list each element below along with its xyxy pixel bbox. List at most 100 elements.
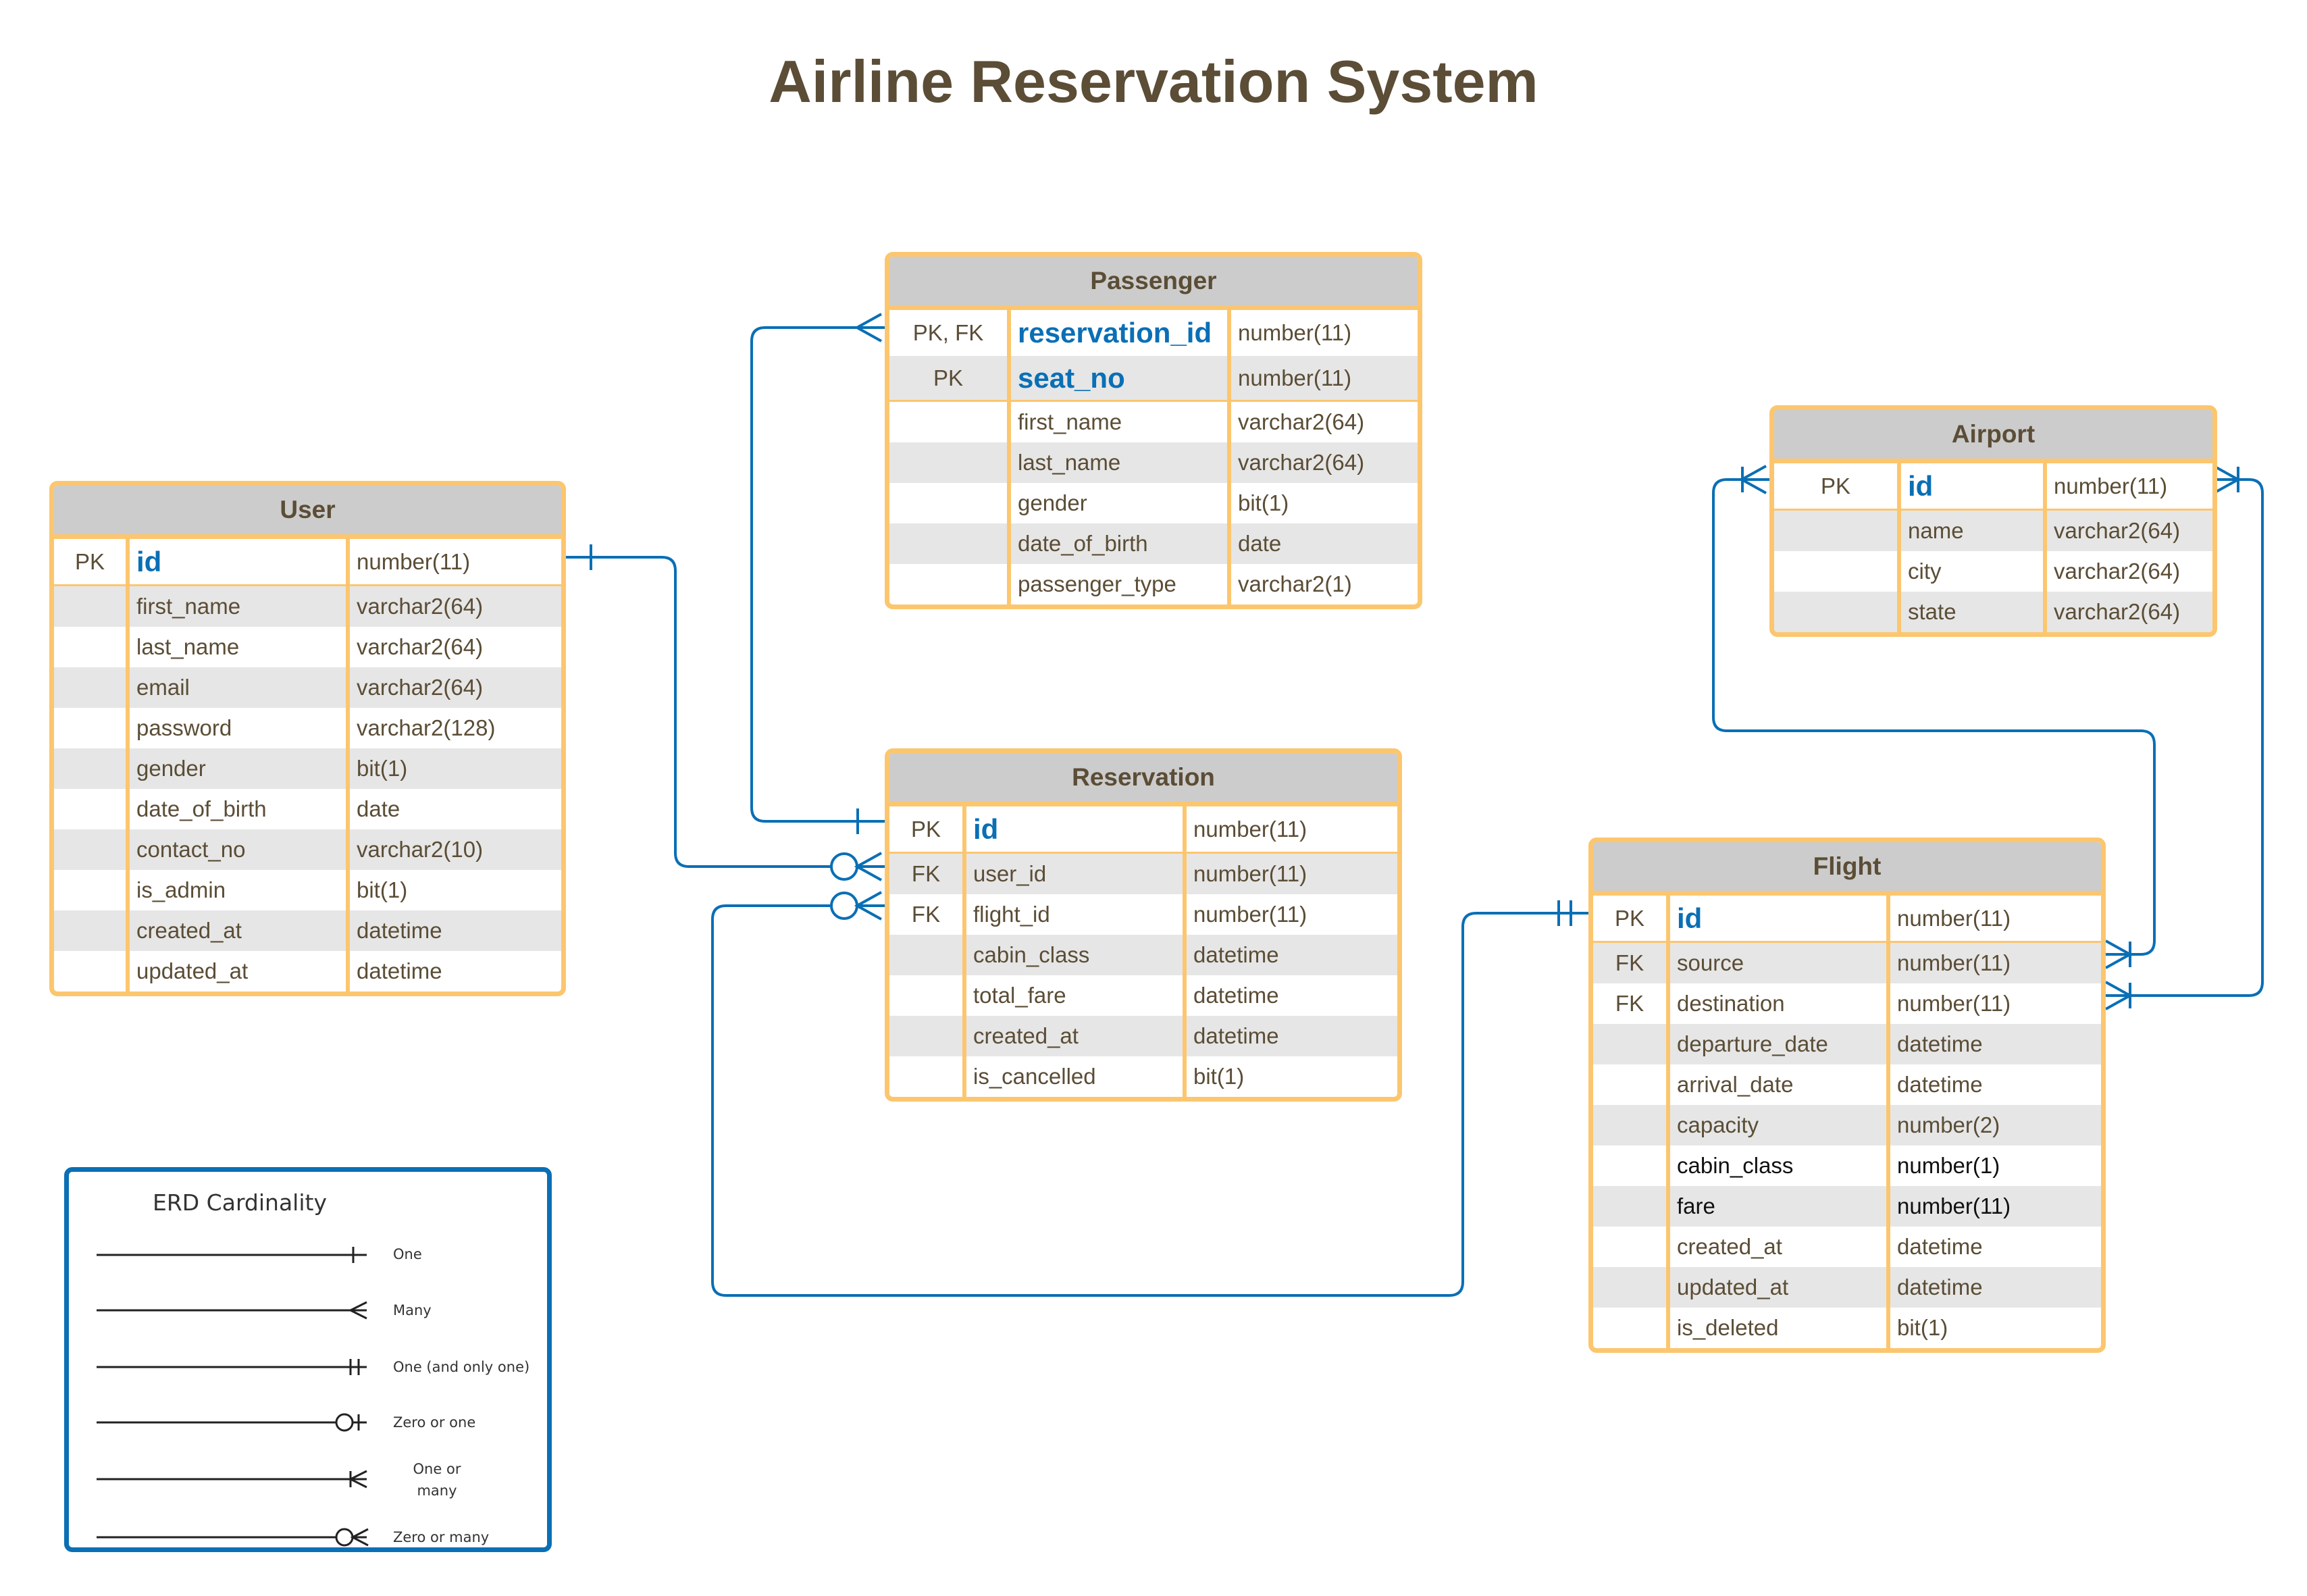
column-name: date_of_birth — [1011, 523, 1231, 564]
table-row: created_at datetime — [54, 910, 561, 951]
column-type: datetime — [1897, 1234, 1983, 1259]
column-name: first_name — [1011, 402, 1231, 442]
key-cell — [1774, 592, 1901, 632]
column-name: first_name — [130, 586, 350, 627]
column-type: varchar2(1) — [1238, 571, 1352, 596]
table-row: is_deleted bit(1) — [1593, 1308, 2101, 1348]
column-type: number(11) — [1193, 816, 1307, 842]
table-row: is_admin bit(1) — [54, 870, 561, 910]
key-cell — [1593, 1186, 1670, 1227]
user-reservation-line — [566, 556, 885, 868]
table-row: PK seat_no number(11) — [889, 356, 1418, 402]
table-row: created_at datetime — [1593, 1227, 2101, 1267]
column-type: number(11) — [1897, 991, 2011, 1016]
reservation-user-many-marker — [854, 852, 882, 881]
column-name: is_cancelled — [966, 1056, 1187, 1097]
column-type: datetime — [1897, 1275, 1983, 1299]
column-name: id — [966, 806, 1187, 852]
key-cell: FK — [1593, 983, 1670, 1024]
flight-reservation-line — [711, 904, 1588, 1297]
legend-label-zero-or-many: Zero or many — [393, 1529, 490, 1545]
column-type: bit(1) — [1193, 1064, 1245, 1089]
entity-reservation[interactable]: Reservation PK id number(11) FK user_id … — [885, 748, 1402, 1102]
entity-user[interactable]: User PK id number(11) first_name varchar… — [49, 481, 566, 996]
column-type: datetime — [357, 958, 442, 983]
column-type: varchar2(64) — [2054, 599, 2181, 624]
key-cell — [1593, 1064, 1670, 1105]
table-row: fare number(11) — [1593, 1186, 2101, 1227]
entity-flight[interactable]: Flight PK id number(11) FK source number… — [1588, 838, 2106, 1353]
column-name: updated_at — [1670, 1267, 1890, 1308]
column-name: seat_no — [1011, 356, 1231, 400]
legend-one-only-symbol — [97, 1359, 367, 1375]
column-type: bit(1) — [1897, 1315, 1948, 1340]
column-type: number(11) — [1193, 861, 1307, 886]
key-cell — [889, 483, 1011, 523]
table-row: password varchar2(128) — [54, 708, 561, 748]
key-cell: PK, FK — [889, 310, 1011, 356]
key-cell — [1774, 511, 1901, 551]
legend-zero-or-one-symbol — [97, 1413, 367, 1432]
column-type: datetime — [1897, 1072, 1983, 1097]
entity-airport[interactable]: Airport PK id number(11) name varchar2(6… — [1769, 405, 2217, 637]
key-cell: PK — [889, 356, 1011, 400]
column-name: id — [1670, 896, 1890, 941]
table-row: email varchar2(64) — [54, 667, 561, 708]
column-type: date — [357, 796, 400, 821]
legend-label-one: One — [393, 1246, 422, 1262]
column-type: bit(1) — [357, 756, 408, 781]
column-type: varchar2(64) — [357, 634, 484, 659]
column-type: datetime — [1193, 1023, 1279, 1048]
entity-passenger[interactable]: Passenger PK, FK reservation_id number(1… — [885, 252, 1422, 609]
column-name: reservation_id — [1011, 310, 1231, 356]
column-name: email — [130, 667, 350, 708]
key-cell — [54, 870, 130, 910]
key-cell — [889, 935, 966, 975]
table-row: updated_at datetime — [1593, 1267, 2101, 1308]
key-cell — [1593, 1145, 1670, 1186]
column-type: number(11) — [1193, 902, 1307, 927]
column-name: created_at — [130, 910, 350, 951]
key-cell: PK — [889, 806, 966, 852]
column-name: gender — [1011, 483, 1231, 523]
legend-zero-or-many-symbol — [97, 1528, 369, 1547]
key-cell — [889, 523, 1011, 564]
table-row: cabin_class number(1) — [1593, 1145, 2101, 1186]
reservation-passenger-line — [750, 326, 885, 823]
airport-source-line — [1712, 478, 2156, 956]
table-row: total_fare datetime — [889, 975, 1397, 1016]
key-cell — [1593, 1024, 1670, 1064]
column-type: datetime — [1897, 1031, 1983, 1056]
column-name: user_id — [966, 854, 1187, 894]
column-type: bit(1) — [1238, 490, 1289, 515]
column-type: number(11) — [1238, 320, 1352, 345]
column-type: number(2) — [1897, 1112, 2000, 1137]
column-type: varchar2(64) — [2054, 518, 2181, 543]
table-row: last_name varchar2(64) — [889, 442, 1418, 483]
table-row: capacity number(2) — [1593, 1105, 2101, 1145]
entity-title: Airport — [1774, 410, 2212, 463]
column-name: gender — [130, 748, 350, 789]
key-cell — [1593, 1308, 1670, 1348]
column-type: varchar2(10) — [357, 837, 484, 862]
column-type: number(1) — [1897, 1153, 2000, 1178]
legend-label-one-only: One (and only one) — [393, 1359, 530, 1375]
key-cell: FK — [889, 854, 966, 894]
table-row: FK source number(11) — [1593, 943, 2101, 983]
key-cell — [889, 1016, 966, 1056]
column-type: number(11) — [1238, 365, 1352, 390]
column-name: capacity — [1670, 1105, 1890, 1145]
key-cell — [54, 951, 130, 992]
legend-title: ERD Cardinality — [153, 1189, 327, 1216]
diagram-title: Airline Reservation System — [769, 48, 1538, 115]
table-row: departure_date datetime — [1593, 1024, 2101, 1064]
table-row: gender bit(1) — [889, 483, 1418, 523]
table-row: PK id number(11) — [54, 539, 561, 586]
entity-title: Reservation — [889, 753, 1397, 806]
column-name: contact_no — [130, 829, 350, 870]
key-cell: FK — [889, 894, 966, 935]
key-cell — [54, 910, 130, 951]
passenger-many-marker — [854, 313, 882, 342]
table-row: FK destination number(11) — [1593, 983, 2101, 1024]
